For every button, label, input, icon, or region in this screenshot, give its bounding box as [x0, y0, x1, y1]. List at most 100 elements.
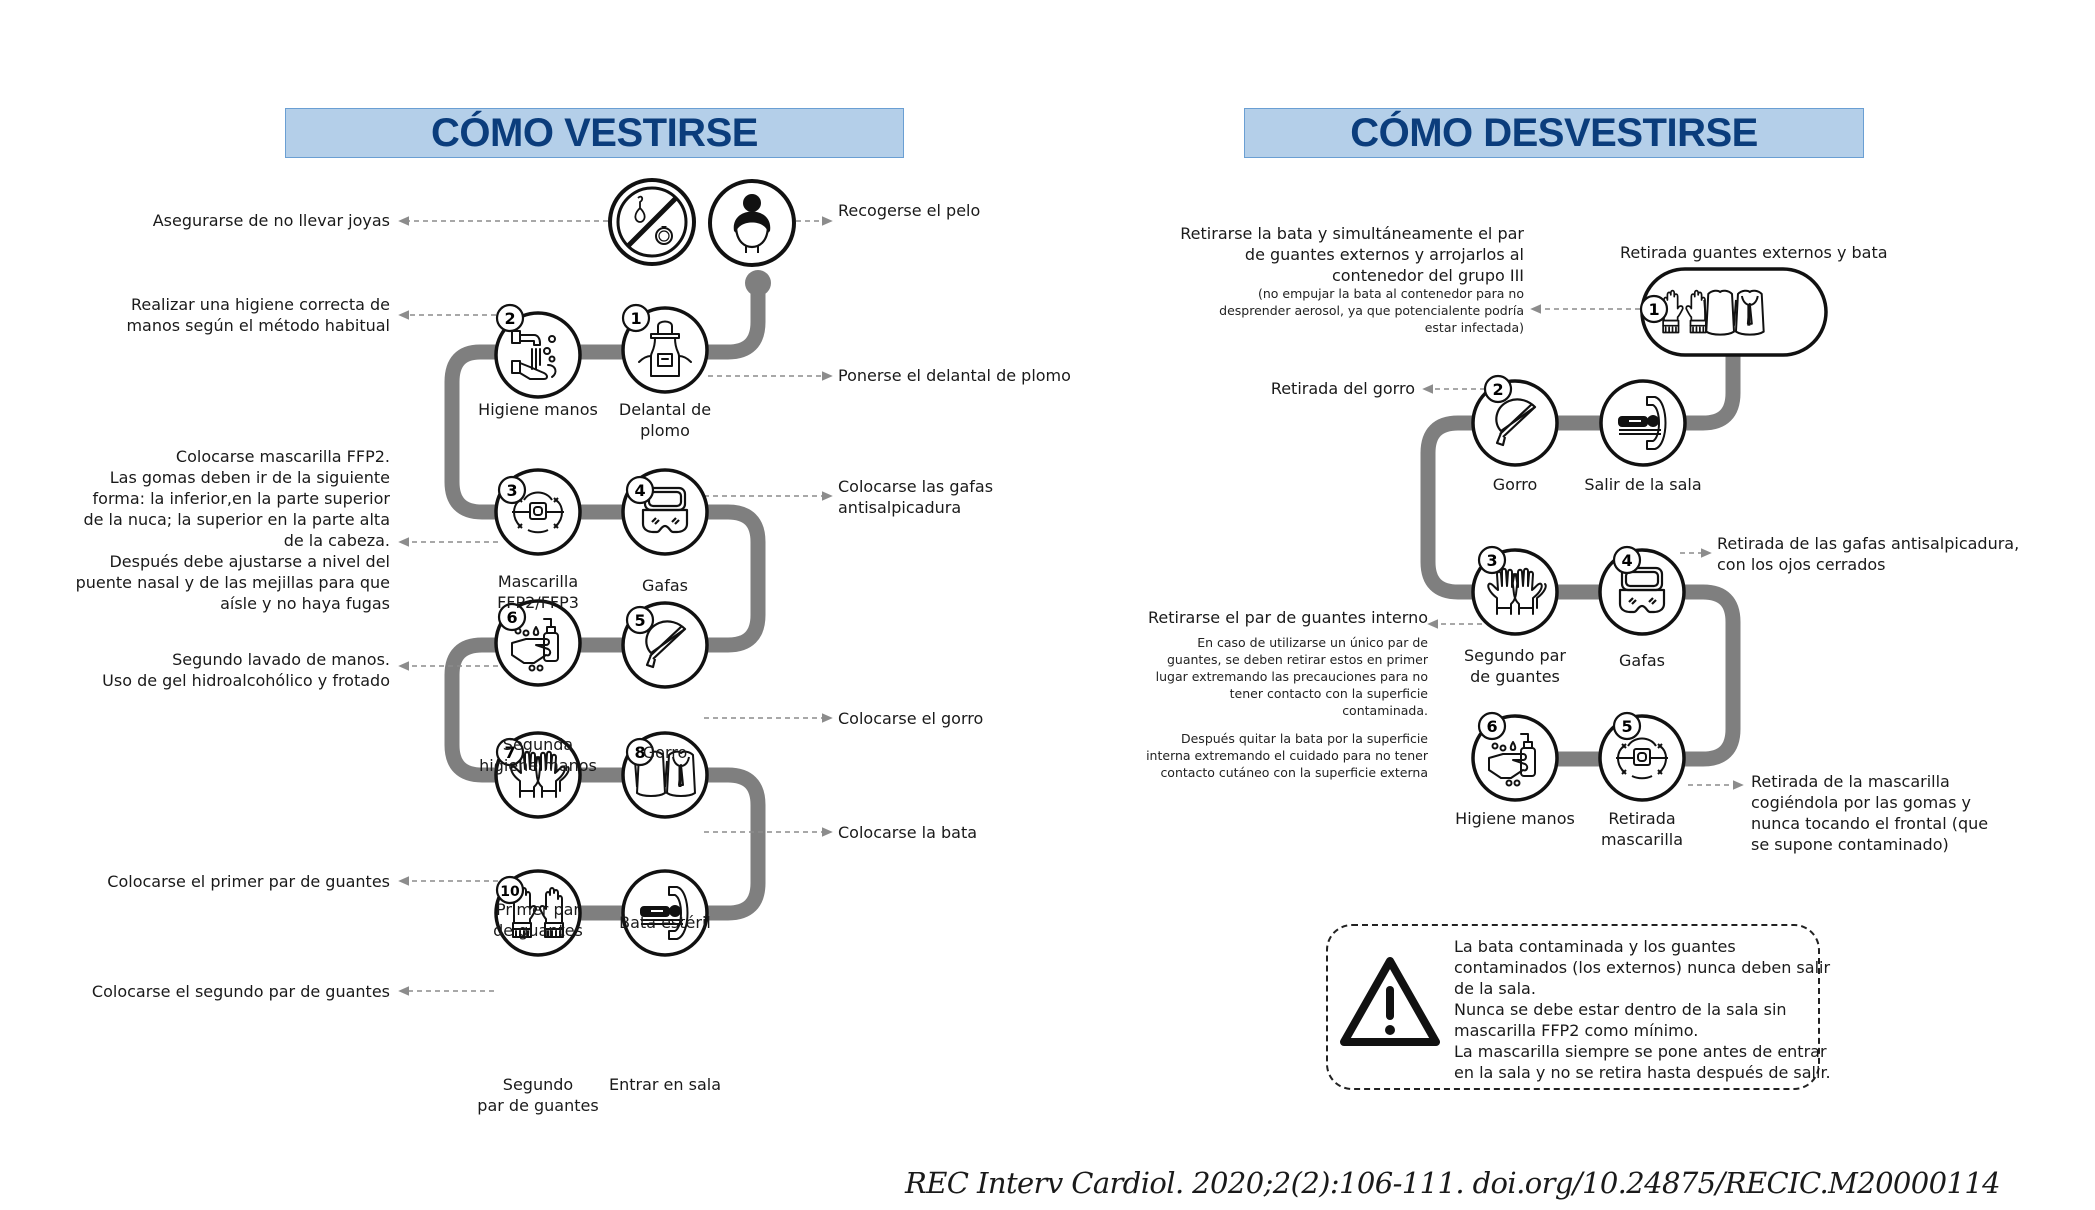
badge-6: 6 [497, 602, 527, 632]
label-step-4: Gafas [642, 576, 688, 595]
r-step-node-1 [1640, 267, 1828, 357]
svg-text:3: 3 [1486, 551, 1497, 570]
r-badge-4: 4 [1612, 545, 1642, 575]
svg-text:1: 1 [1648, 300, 1659, 319]
svg-text:10: 10 [500, 884, 520, 900]
note-line: manos según el método habitual [126, 316, 390, 335]
svg-text:4: 4 [634, 481, 645, 500]
note-line: Después debe ajustarse a nivel del [109, 552, 390, 571]
note-line: Retirada de la mascarilla [1751, 772, 1950, 791]
svg-text:5: 5 [1621, 717, 1632, 736]
svg-text:6: 6 [506, 608, 517, 627]
warning-line: La mascarilla siempre se pone antes de e… [1454, 1042, 1827, 1061]
note-step-6: Segundo lavado de manos. Uso de gel hidr… [102, 649, 390, 691]
badge-4: 4 [625, 475, 655, 505]
note-line: Segundo lavado de manos. [172, 650, 390, 669]
note-line: cogiéndola por las gomas y [1751, 793, 1971, 812]
warning-text: La bata contaminada y los guantes contam… [1454, 936, 1831, 1083]
no-jewelry-icon [608, 178, 696, 266]
note-line: Colocarse mascarilla FFP2. [175, 447, 390, 466]
dressing-title-banner: CÓMO VESTIRSE [285, 108, 904, 158]
note-line: (no empujar la bata al contenedor para n… [1257, 286, 1524, 301]
label-enter-room: Entrar en sala [608, 1075, 722, 1094]
note-step-3: Colocarse mascarilla FFP2. Las gomas deb… [76, 446, 390, 614]
label-r-step-4: Gafas [1619, 651, 1665, 670]
note-line: nunca tocando el frontal (que [1751, 814, 1989, 833]
svg-text:2: 2 [504, 309, 515, 328]
subnote-r-step-3: En caso de utilizarse un único par de gu… [1146, 634, 1428, 781]
r-badge-1: 1 [1639, 294, 1669, 324]
warning-line: en la sala y no se retira hasta después … [1454, 1063, 1831, 1082]
r-step-node-5 [1598, 714, 1686, 802]
note-step-2: Realizar una higiene correcta de manos s… [126, 294, 390, 336]
warning-icon [1340, 957, 1440, 1046]
note-line: Uso de gel hidroalcohólico y frotado [102, 671, 390, 690]
label-step-2: Higiene manos [478, 400, 598, 419]
note-line: tener contacto con la superficie [1229, 686, 1428, 701]
note-line: lugar extremando las precauciones para n… [1155, 669, 1428, 684]
warning-line: mascarilla FFP2 como mínimo. [1454, 1021, 1699, 1040]
badge-5: 5 [625, 605, 655, 635]
note-line: Retirarse la bata y simultáneamente el p… [1180, 224, 1524, 243]
note-step-4: Colocarse las gafas antisalpicadura [838, 476, 993, 518]
r-badge-5: 5 [1612, 711, 1642, 741]
note-r-step-1: Retirarse la bata y simultáneamente el p… [1180, 223, 1524, 286]
badge-3: 3 [497, 475, 527, 505]
badge-10: 10 [495, 875, 525, 905]
note-line: Colocarse las gafas [838, 477, 994, 496]
r-badge-6: 6 [1477, 711, 1507, 741]
note-step-10: Colocarse el segundo par de guantes [91, 982, 390, 1001]
dressing-flow-path [444, 275, 766, 921]
note-r-step-2: Retirada del gorro [1270, 379, 1415, 398]
subnote-r-step-1: (no empujar la bata al contenedor para n… [1219, 285, 1524, 336]
label-r-step-1: Retirada guantes externos y bata [1620, 243, 1888, 262]
dressing-title: CÓMO VESTIRSE [431, 110, 758, 155]
note-line: puente nasal y de las mejillas para que [75, 573, 390, 592]
hair-tied-icon [708, 179, 796, 267]
undressing-title-banner: CÓMO DESVESTIRSE [1244, 108, 1864, 158]
note-line: contaminada. [1342, 703, 1428, 718]
undressing-title: CÓMO DESVESTIRSE [1350, 110, 1758, 155]
note-line: se supone contaminado) [1751, 835, 1949, 854]
step-node-enter [621, 869, 709, 957]
note-line: antisalpicadura [838, 498, 962, 517]
undressing-flow-path [1420, 344, 1741, 767]
citation: REC Interv Cardiol. 2020;2(2):106-111. d… [905, 1166, 2001, 1200]
note-step-1: Ponerse el delantal de plomo [838, 366, 1071, 385]
note-r-step-3: Retirarse el par de guantes interno [1148, 608, 1428, 627]
warning-line: contaminados (los externos) nunca deben … [1454, 958, 1831, 977]
svg-text:4: 4 [1621, 551, 1632, 570]
note-line: de la cabeza. [283, 531, 390, 550]
note-line: contenedor del grupo III [1331, 266, 1524, 285]
note-line: de la nuca; la superior en la parte alta [83, 510, 390, 529]
note-line: En caso de utilizarse un único par de [1197, 635, 1428, 650]
note-line: estar infectada) [1424, 320, 1524, 335]
note-line: Retirada de las gafas antisalpicadura, [1717, 534, 2020, 553]
note-step-7: Colocarse el primer par de guantes [107, 872, 390, 891]
note-line: de guantes externos y arrojarlos al [1244, 245, 1524, 264]
note-line: con los ojos cerrados [1717, 555, 1886, 574]
flow-start-dot [745, 270, 771, 296]
svg-text:2: 2 [1492, 380, 1503, 399]
note-line: contacto cutáneo con la superficie exter… [1160, 765, 1428, 780]
note-line: Realizar una higiene correcta de [131, 295, 390, 314]
svg-text:8: 8 [634, 743, 645, 762]
note-step-5: Colocarse el gorro [838, 709, 984, 728]
label-r-step-6: Higiene manos [1455, 809, 1575, 828]
note-step-8: Colocarse la bata [838, 823, 978, 842]
note-line: forma: la inferior,en la parte superior [92, 489, 390, 508]
note-line: Las gomas deben ir de la siguiente [109, 468, 390, 487]
svg-text:5: 5 [634, 611, 645, 630]
label-r-exit: Salir de la sala [1584, 475, 1702, 494]
badge-7: 7 [495, 737, 525, 767]
note-hair: Recogerse el pelo [838, 201, 981, 220]
note-jewelry: Asegurarse de no llevar joyas [152, 211, 390, 230]
